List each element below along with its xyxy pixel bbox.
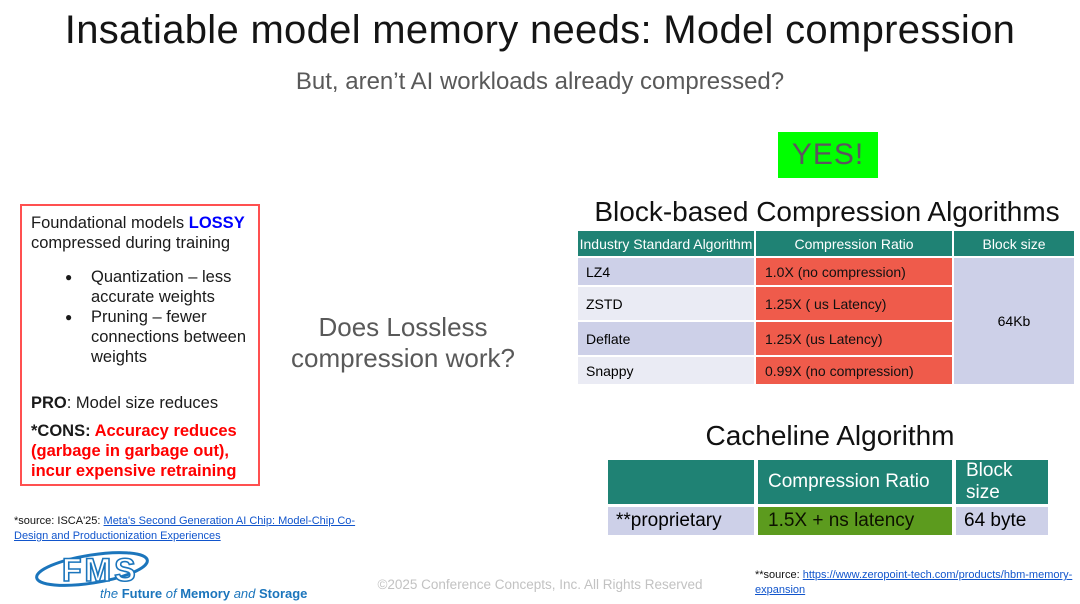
tagline-memory: Memory — [180, 586, 234, 601]
list-item: ● Quantization – less accurate weights — [31, 267, 249, 307]
slide-subtitle: But, aren’t AI workloads already compres… — [295, 68, 785, 95]
col-header-blocksize: Block size — [956, 460, 1048, 504]
list-item: ● Pruning – fewer connections between we… — [31, 307, 249, 367]
meta-chip-paper-link[interactable]: Meta's Second Generation AI Chip: Model-… — [14, 515, 356, 542]
lossy-intro-pre: Foundational models — [31, 214, 189, 232]
question-line-1: Does Lossless — [318, 312, 488, 342]
table-row: **proprietary 1.5X + ns latency 64 byte — [608, 507, 1048, 535]
lossy-keyword: LOSSY — [188, 214, 245, 232]
col-header-algorithm: Industry Standard Algorithm — [578, 231, 754, 256]
pro-label: PRO — [31, 394, 67, 412]
lossy-intro: Foundational models LOSSY compressed dur… — [31, 213, 249, 253]
tagline-of: of — [165, 586, 181, 601]
fms-tagline: the Future of Memory and Storage — [100, 586, 307, 601]
bullet-icon: ● — [65, 270, 73, 284]
fms-logo-text: FMS — [62, 552, 139, 588]
table-row: Snappy 0.99X (no compression) — [578, 357, 1074, 384]
source-note-isca: *source: ISCA'25: Meta's Second Generati… — [14, 514, 386, 544]
col-header-ratio: Compression Ratio — [756, 231, 952, 256]
bullet-text-quantization: Quantization – less accurate weights — [91, 268, 232, 306]
cell-algo-deflate: Deflate — [578, 322, 754, 355]
cell-cache-ratio: 1.5X + ns latency — [758, 507, 952, 535]
bullet-icon: ● — [65, 310, 73, 324]
tagline-the: the — [100, 586, 122, 601]
cacheline-table: Compression Ratio Block size **proprieta… — [604, 457, 1052, 538]
cell-ratio-snappy: 0.99X (no compression) — [756, 357, 952, 384]
slide-title: Insatiable model memory needs: Model com… — [64, 8, 1016, 52]
cacheline-table-title: Cacheline Algorithm — [705, 420, 955, 451]
table-row: ZSTD 1.25X ( us Latency) — [578, 287, 1074, 320]
cons-line: *CONS: Accuracy reduces (garbage in garb… — [31, 421, 249, 481]
cell-cache-blocksize: 64 byte — [956, 507, 1048, 535]
cell-ratio-lz4: 1.0X (no compression) — [756, 258, 952, 285]
cell-algo-zstd: ZSTD — [578, 287, 754, 320]
table-row: Deflate 1.25X (us Latency) — [578, 322, 1074, 355]
tagline-future: Future — [121, 586, 166, 601]
pro-text: : Model size reduces — [66, 394, 219, 412]
cell-ratio-zstd: 1.25X ( us Latency) — [756, 287, 952, 320]
copyright-notice: ©2025 Conference Concepts, Inc. All Righ… — [377, 577, 703, 592]
cell-proprietary: **proprietary — [608, 507, 754, 535]
fms-logo-graphic: FMS — [35, 551, 149, 589]
bullet-text-pruning: Pruning – fewer connections between weig… — [91, 308, 247, 366]
yes-label: YES! — [791, 138, 865, 171]
block-compression-table: Industry Standard Algorithm Compression … — [576, 229, 1076, 386]
table-row: LZ4 1.0X (no compression) 64Kb — [578, 258, 1074, 384]
cell-algo-snappy: Snappy — [578, 357, 754, 384]
cons-colon: : — [85, 422, 95, 440]
cons-text: Accuracy reduces (garbage in garbage out… — [31, 422, 237, 480]
cell-algo-lz4: LZ4 — [578, 258, 754, 285]
table-header-row: Compression Ratio Block size — [608, 460, 1048, 504]
source-note-zeropoint: **source: https://www.zeropoint-tech.com… — [755, 568, 1080, 598]
lossy-compression-box: Foundational models LOSSY compressed dur… — [20, 204, 260, 486]
zeropoint-link[interactable]: https://www.zeropoint-tech.com/products/… — [755, 569, 1073, 596]
cell-ratio-deflate: 1.25X (us Latency) — [756, 322, 952, 355]
yes-callout: YES! — [778, 132, 878, 178]
col-header-ratio: Compression Ratio — [758, 460, 952, 504]
fms-logo: FMS the Future of Memory and Storage — [28, 550, 307, 601]
lossy-intro-rest: compressed during training — [31, 234, 231, 252]
source-note-prefix: *source: ISCA'25: — [14, 515, 104, 527]
block-table-title: Block-based Compression Algorithms — [594, 196, 1060, 227]
col-header-blocksize: Block size — [954, 231, 1074, 256]
cons-label: *CONS — [31, 422, 86, 440]
tagline-storage: Storage — [259, 586, 308, 601]
lossless-question: Does Lossless compression work? — [283, 312, 523, 374]
tagline-and: and — [233, 586, 259, 601]
cell-blocksize-merged: 64Kb — [954, 258, 1074, 384]
source-note-prefix: **source: — [755, 569, 803, 581]
lossy-bullet-list: ● Quantization – less accurate weights ●… — [31, 267, 249, 367]
pro-line: PRO: Model size reduces — [31, 393, 249, 413]
question-line-2: compression work? — [291, 343, 515, 373]
table-header-row: Industry Standard Algorithm Compression … — [578, 231, 1074, 256]
col-header-empty — [608, 460, 754, 504]
